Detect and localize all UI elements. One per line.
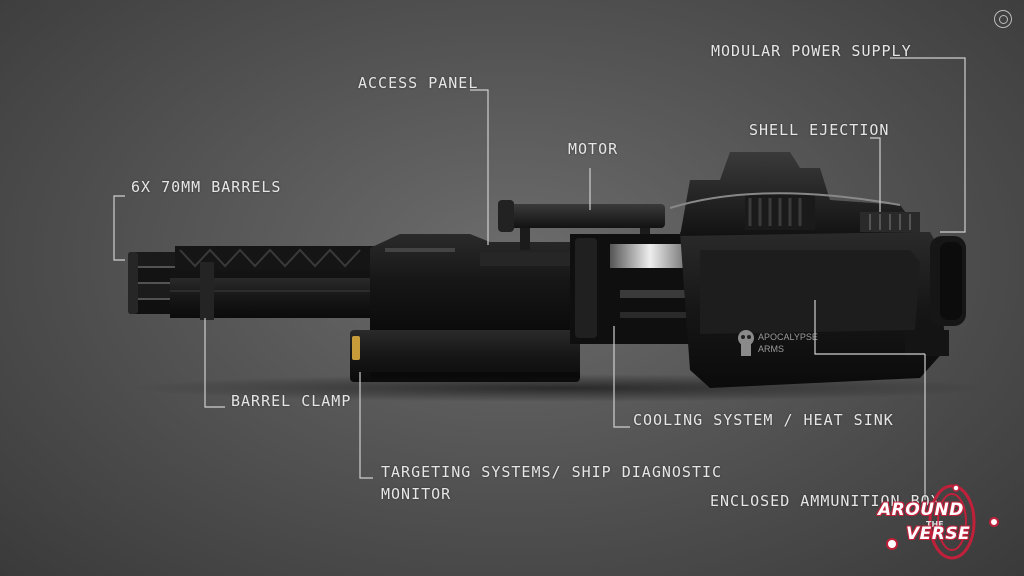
barrel-clamp xyxy=(200,262,214,320)
cooling-system xyxy=(570,234,700,344)
power-supply xyxy=(669,152,920,236)
label-barrel-clamp: BARREL CLAMP xyxy=(231,392,352,410)
logo-text-verse: VERSE xyxy=(906,524,971,544)
label-ammo-box: ENCLOSED AMMUNITION BOX xyxy=(710,492,941,510)
logo-rings-icon xyxy=(886,484,999,560)
around-the-verse-logo: AROUND THE VERSE xyxy=(868,482,1008,562)
star-citizen-emblem-icon xyxy=(994,10,1012,28)
ammunition-box xyxy=(680,232,949,388)
label-shell-ejection: SHELL EJECTION xyxy=(749,121,890,139)
label-targeting-line1: TARGETING SYSTEMS/ SHIP DIAGNOSTIC xyxy=(381,463,723,481)
rear-cap xyxy=(930,236,966,326)
label-motor: MOTOR xyxy=(568,140,619,158)
label-access-panel: ACCESS PANEL xyxy=(358,74,479,92)
logo-text-around: AROUND xyxy=(878,500,964,520)
label-barrels: 6X 70MM BARRELS xyxy=(131,178,282,196)
targeting-module xyxy=(350,330,580,382)
skull-icon xyxy=(738,330,754,356)
access-panel-housing xyxy=(370,234,575,330)
logo-text-the: THE xyxy=(926,520,944,529)
decal-line1: APOCALYPSE xyxy=(758,332,818,342)
label-targeting-line2: MONITOR xyxy=(381,485,452,503)
label-modular-power-supply: MODULAR POWER SUPPLY xyxy=(711,42,912,60)
decal-line2: ARMS xyxy=(758,344,784,354)
label-cooling-system: COOLING SYSTEM / HEAT SINK xyxy=(633,411,894,429)
apocalypse-arms-decal: APOCALYPSE ARMS xyxy=(738,330,818,356)
